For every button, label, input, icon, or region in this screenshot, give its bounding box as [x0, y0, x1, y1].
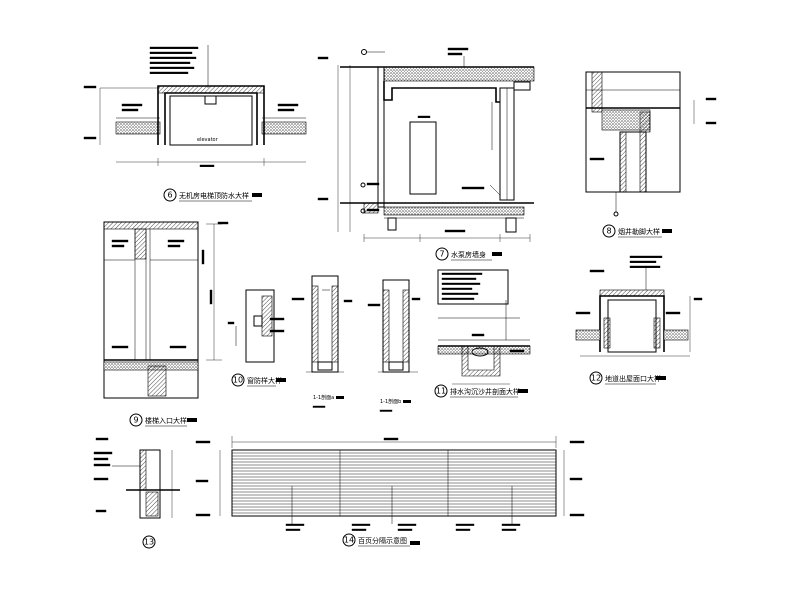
detail-chimney-plinth: 8 烟井勒脚大样	[585, 71, 717, 238]
detail-number: 12	[591, 374, 601, 383]
detail-number: 6	[167, 191, 172, 200]
detail-title: 百页分隔示意图	[358, 536, 407, 545]
detail-title: 地道出屋面口大样	[605, 374, 661, 383]
detail-number: 14	[344, 536, 354, 545]
detail-tunnel-exit: 12 地道出屋面口大样	[575, 255, 703, 385]
detail-number: 11	[436, 387, 446, 396]
detail-title: 水泵房墙身	[451, 250, 486, 259]
detail-number: 7	[439, 250, 444, 259]
section-label-a: 1-1剖面a	[313, 394, 334, 401]
detail-pump-room: 7 水泵房墙身	[317, 47, 535, 261]
detail-elevator-roof: elevator 6 无机房电梯顶防水大样	[83, 45, 307, 202]
detail-number-circle	[163, 188, 177, 202]
detail-number: 10	[233, 376, 243, 385]
detail-title: 窗防样大样	[247, 376, 282, 385]
louver-slats	[232, 452, 556, 514]
detail-number: 9	[133, 416, 138, 425]
detail-title: 烟井勒脚大样	[618, 227, 660, 236]
detail-title: 排水沟沉沙井剖面大样	[450, 387, 520, 396]
svg-text:elevator: elevator	[197, 137, 219, 143]
section-label-b: 1-1剖面b	[380, 398, 401, 405]
detail-13: 13	[93, 437, 180, 549]
detail-title: 楼梯入口大样	[145, 416, 187, 425]
detail-window-guard: 1-1剖面a 1-1剖面b 10 窗防样大样	[227, 275, 421, 412]
detail-drain-well: 11 排水沟沉沙井剖面大样	[434, 269, 531, 398]
detail-number: 13	[144, 538, 154, 547]
detail-title: 无机房电梯顶防水大样	[179, 191, 249, 200]
detail-stair-entrance: 9 楼梯入口大样	[103, 221, 229, 427]
detail-louver: 14 百页分隔示意图	[195, 436, 585, 547]
detail-number: 8	[606, 227, 611, 236]
